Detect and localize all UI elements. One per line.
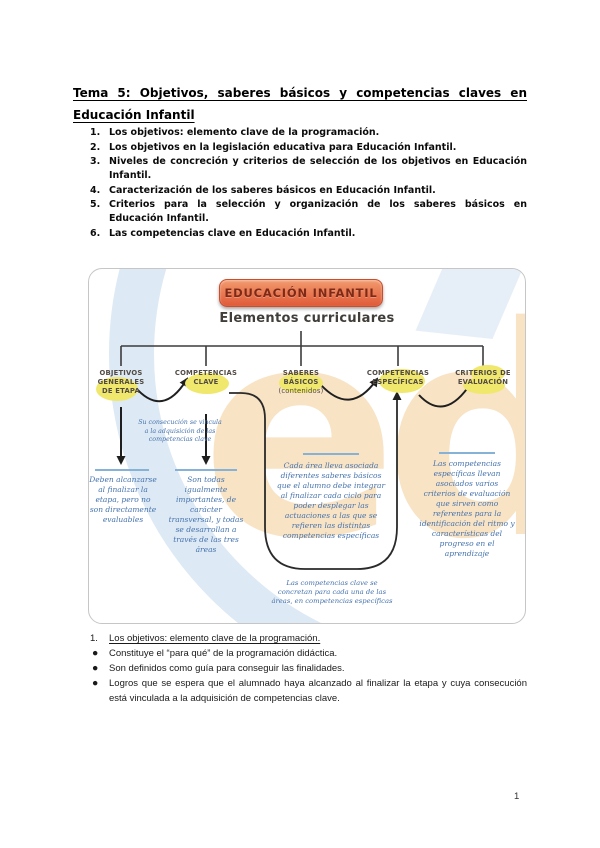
note-competencias-clave: Son todas igualmente importantes, de car… bbox=[168, 475, 244, 554]
outline-item-number: 2. bbox=[90, 141, 101, 153]
outline-item-3: 3. Niveles de concreción y criterios de s… bbox=[90, 155, 527, 183]
note-objetivos: Deben alcanzarse al finalizar la etapa, … bbox=[89, 475, 157, 524]
section-1-heading-text: Los objetivos: elemento clave de la prog… bbox=[109, 633, 321, 644]
curricular-elements-diagram: ed bbox=[88, 268, 526, 624]
page-title-line1: Tema 5: Objetivos, saberes básicos y com… bbox=[73, 86, 527, 100]
bullet-text: Son definidos como guía para conseguir l… bbox=[109, 663, 345, 674]
column-label-criterios-evaluacion: CRITERIOS DE EVALUACIÓN bbox=[455, 369, 511, 386]
outline-item-2: 2. Los objetivos en la legislación educat… bbox=[90, 141, 527, 155]
note-rule bbox=[439, 452, 495, 454]
column-label-competencias-especificas: COMPETENCIAS ESPECÍFICAS bbox=[366, 369, 430, 386]
outline-item-number: 1. bbox=[90, 127, 101, 138]
badge-label: EDUCACIÓN INFANTIL bbox=[224, 286, 378, 300]
diagram-subtitle: Elementos curriculares bbox=[219, 311, 395, 326]
outline-item-6: 6. Las competencias clave en Educación In… bbox=[90, 227, 527, 241]
watermark-ed: ed bbox=[201, 268, 525, 603]
note-rule bbox=[175, 469, 237, 471]
outline-item-text: Las competencias clave en Educación Infa… bbox=[109, 227, 356, 239]
outline-item-text: Caracterización de los saberes básicos e… bbox=[109, 184, 436, 196]
bullet-text: Constituye el “para qué” de la programac… bbox=[109, 648, 338, 659]
outline-item-number: 3. bbox=[90, 156, 101, 167]
note-criterios: Las competencias específicas llevan asoc… bbox=[419, 459, 515, 558]
note-link: Su consecución se vincula a la adquisici… bbox=[138, 419, 222, 443]
bullet-item-3: ● Logros que se espera que el alumnado h… bbox=[90, 676, 527, 706]
education-infantil-badge: EDUCACIÓN INFANTIL bbox=[219, 279, 383, 307]
bullet-glyph: ● bbox=[92, 676, 99, 689]
highlight-clave bbox=[185, 373, 229, 394]
section-1: 1. Los objetivos: elemento clave de la p… bbox=[90, 631, 527, 706]
section-1-heading: 1. Los objetivos: elemento clave de la p… bbox=[90, 631, 527, 646]
outline-item-text: Los objetivos: elemento clave de la prog… bbox=[109, 127, 380, 138]
page-title: Tema 5: Objetivos, saberes básicos y com… bbox=[73, 82, 527, 126]
highlight-evaluacion bbox=[463, 377, 505, 394]
section-1-number: 1. bbox=[90, 633, 98, 644]
bullet-glyph: ● bbox=[92, 661, 99, 674]
note-rule bbox=[95, 469, 149, 471]
highlight-basicos bbox=[279, 373, 323, 393]
diagram-canvas: ed bbox=[89, 269, 525, 623]
note-saberes: Cada área lleva asociada diferentes sabe… bbox=[276, 461, 386, 540]
bullet-text: Logros que se espera que el alumnado hay… bbox=[109, 678, 527, 704]
column-label-saberes-basicos: SABERES BÁSICOS (contenidos) bbox=[278, 369, 324, 395]
page-title-line2: Educación Infantil bbox=[73, 108, 195, 122]
column-label-objetivos: OBJETIVOS GENERALES DE ETAPA bbox=[97, 369, 145, 395]
bullet-glyph: ● bbox=[92, 646, 99, 659]
highlight-etapa bbox=[96, 377, 138, 401]
outline-item-text: Niveles de concreción y criterios de sel… bbox=[109, 156, 527, 181]
highlight-especificas bbox=[379, 369, 425, 393]
outline-item-text: Criterios para la selección y organizaci… bbox=[109, 199, 527, 224]
outline-item-number: 6. bbox=[90, 227, 101, 239]
outline-item-4: 4. Caracterización de los saberes básicos… bbox=[90, 184, 527, 198]
bullet-item-1: ● Constituye el “para qué” de la program… bbox=[90, 646, 527, 661]
bullet-item-2: ● Son definidos como guía para conseguir… bbox=[90, 661, 527, 676]
page-number: 1 bbox=[514, 791, 520, 802]
outline-item-text: Los objetivos en la legislación educativ… bbox=[109, 141, 457, 153]
topic-outline: 1. Los objetivos: elemento clave de la pr… bbox=[90, 126, 527, 241]
note-bottom: Las competencias clave se concretan para… bbox=[271, 579, 393, 605]
note-rule bbox=[303, 453, 359, 455]
outline-item-number: 5. bbox=[90, 199, 101, 210]
outline-item-number: 4. bbox=[90, 184, 101, 196]
outline-item-5: 5. Criterios para la selección y organiza… bbox=[90, 198, 527, 226]
column-label-competencias-clave: COMPETENCIAS CLAVE bbox=[174, 369, 238, 386]
outline-item-1: 1. Los objetivos: elemento clave de la pr… bbox=[90, 126, 527, 140]
